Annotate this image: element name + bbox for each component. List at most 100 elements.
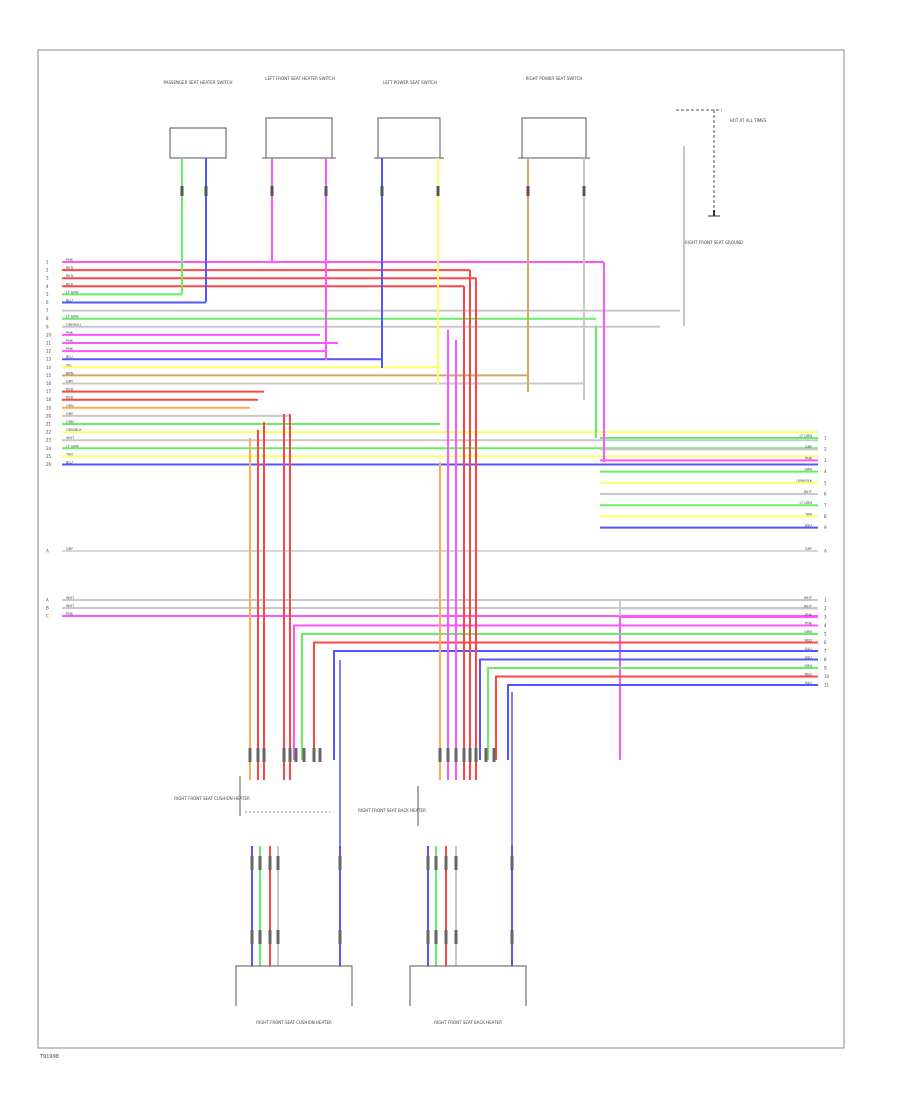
connector-pin bbox=[250, 856, 254, 870]
wire-label: GRY/BLU bbox=[66, 323, 81, 327]
wire-label: PNK bbox=[805, 622, 813, 626]
left-pin-number: 22 bbox=[46, 430, 52, 435]
left-pin-number: 3 bbox=[46, 276, 49, 281]
wire-label: RED bbox=[805, 673, 813, 677]
harness-bus: PNK RED RED RED LT GRN BLU LT GRN GRY/BLU PNK PNK… bbox=[62, 258, 818, 760]
bus-wire bbox=[619, 616, 818, 760]
wire-label: WHT bbox=[66, 604, 75, 608]
footer-code: T91998 bbox=[39, 1054, 59, 1060]
wire-label: LT GRN bbox=[800, 434, 813, 438]
right-pin-number: 7 bbox=[824, 649, 827, 654]
wire-label: BLU bbox=[805, 656, 812, 660]
connector-pin bbox=[268, 930, 272, 944]
left-pin-column: 1234567891011121314151617181920212223242… bbox=[46, 260, 52, 619]
ground-label: RIGHT FRONT SEAT GROUND bbox=[685, 240, 743, 245]
connector-pin bbox=[270, 186, 274, 196]
right-pin-number: 9 bbox=[824, 525, 827, 530]
connector-pin bbox=[204, 186, 208, 196]
bus-wire bbox=[619, 599, 818, 760]
bus-wire bbox=[507, 684, 818, 760]
left-pin-number: 18 bbox=[46, 397, 52, 402]
wire-label: LT GRN bbox=[66, 315, 79, 319]
connector-label: RIGHT FRONT SEAT BACK HEATER bbox=[358, 808, 426, 813]
right-pin-number: 11 bbox=[824, 683, 830, 688]
wire-label: GRN bbox=[804, 630, 812, 634]
drop-wires bbox=[180, 158, 605, 966]
left-pin-number: 1 bbox=[46, 260, 49, 265]
connector-pin bbox=[268, 856, 272, 870]
connector-pin bbox=[426, 930, 430, 944]
connector-pin bbox=[510, 930, 514, 944]
wire-label: RED bbox=[66, 388, 74, 392]
left-pin-number: 9 bbox=[46, 324, 49, 329]
right-pin-number: 3 bbox=[824, 458, 827, 463]
wire-label: GRN bbox=[804, 664, 812, 668]
right-pin-number: 5 bbox=[824, 632, 827, 637]
wire-label: PNK bbox=[805, 456, 813, 460]
right-pin-number: A bbox=[824, 549, 827, 554]
connector-pin bbox=[180, 186, 184, 196]
connector-pin bbox=[444, 930, 448, 944]
bus-wire bbox=[479, 658, 818, 760]
bus-wire bbox=[293, 624, 818, 760]
connector-pin bbox=[526, 186, 530, 196]
bottom-heater-box-right: RIGHT FRONT SEAT BACK HEATER bbox=[409, 965, 527, 1025]
connector-pin bbox=[484, 748, 488, 762]
connector-pin bbox=[434, 930, 438, 944]
left-pin-number: 24 bbox=[46, 446, 52, 451]
wire-label: PNK bbox=[805, 613, 813, 617]
wire-label: TAN bbox=[804, 512, 812, 516]
wire-label: PNK bbox=[66, 347, 74, 351]
wire-label: RED bbox=[805, 639, 813, 643]
wire-label: WHT bbox=[66, 436, 75, 440]
bus-wire bbox=[495, 675, 818, 760]
right-front-seat-connector-b: RIGHT FRONT SEAT BACK HEATER bbox=[358, 786, 426, 826]
connector-label: RIGHT FRONT SEAT CUSHION HEATER bbox=[174, 796, 250, 801]
wire-label: GRN bbox=[66, 420, 74, 424]
right-pin-number: 6 bbox=[824, 640, 827, 645]
wire-label: GRY bbox=[66, 412, 74, 416]
connector-pin bbox=[282, 748, 286, 762]
connector-pin bbox=[338, 930, 342, 944]
right-pin-number: 2 bbox=[824, 606, 827, 611]
connector-pin bbox=[454, 856, 458, 870]
left-pin-number: 26 bbox=[46, 462, 52, 467]
wire-label: RED bbox=[66, 266, 74, 270]
connector-pin bbox=[258, 856, 262, 870]
left-pin-number: 21 bbox=[46, 422, 52, 427]
right-pin-number: 8 bbox=[824, 657, 827, 662]
heater-label: RIGHT FRONT SEAT CUSHION HEATER bbox=[256, 1020, 332, 1025]
wire-label: BLU bbox=[66, 355, 73, 359]
connector-pin bbox=[582, 186, 586, 196]
connector-pin bbox=[510, 856, 514, 870]
wire-label: ORN bbox=[66, 404, 74, 408]
bottom-heater-box-left: RIGHT FRONT SEAT CUSHION HEATER bbox=[235, 965, 353, 1025]
component-passenger-seat-heater-switch: PASSENGER SEAT HEATER SWITCH bbox=[163, 80, 233, 159]
wire-label: ORN/BLK bbox=[796, 479, 812, 483]
connector-pin bbox=[454, 930, 458, 944]
connector-pin bbox=[474, 748, 478, 762]
left-pin-number: 11 bbox=[46, 341, 52, 346]
component-right-power-seat-switch: RIGHT POWER SEAT SWITCH bbox=[518, 76, 590, 159]
connector-pin bbox=[444, 856, 448, 870]
wire-label: WHT bbox=[804, 490, 813, 494]
left-pin-number: 12 bbox=[46, 349, 52, 354]
wire-label: WHT bbox=[804, 596, 813, 600]
right-pin-number: 1 bbox=[824, 598, 827, 603]
component-hot-at-all-times: HOT AT ALL TIMES RIGHT FRONT SEAT GROUND bbox=[676, 109, 767, 326]
right-pin-number: 6 bbox=[824, 492, 827, 497]
connector-pin bbox=[250, 930, 254, 944]
right-pin-number: 1 bbox=[824, 436, 827, 441]
wire-label: BLU bbox=[66, 299, 73, 303]
left-pin-number: 5 bbox=[46, 292, 49, 297]
right-pin-number: 2 bbox=[824, 447, 827, 452]
wire-label: WHT bbox=[804, 605, 813, 609]
connector-pin bbox=[288, 748, 292, 762]
connector-pin bbox=[312, 748, 316, 762]
connector-pin bbox=[248, 748, 252, 762]
heater-label: RIGHT FRONT SEAT BACK HEATER bbox=[434, 1020, 502, 1025]
left-pin-number: 17 bbox=[46, 389, 52, 394]
wire-label: BLU bbox=[805, 647, 812, 651]
wire-label: WHT bbox=[66, 596, 75, 600]
